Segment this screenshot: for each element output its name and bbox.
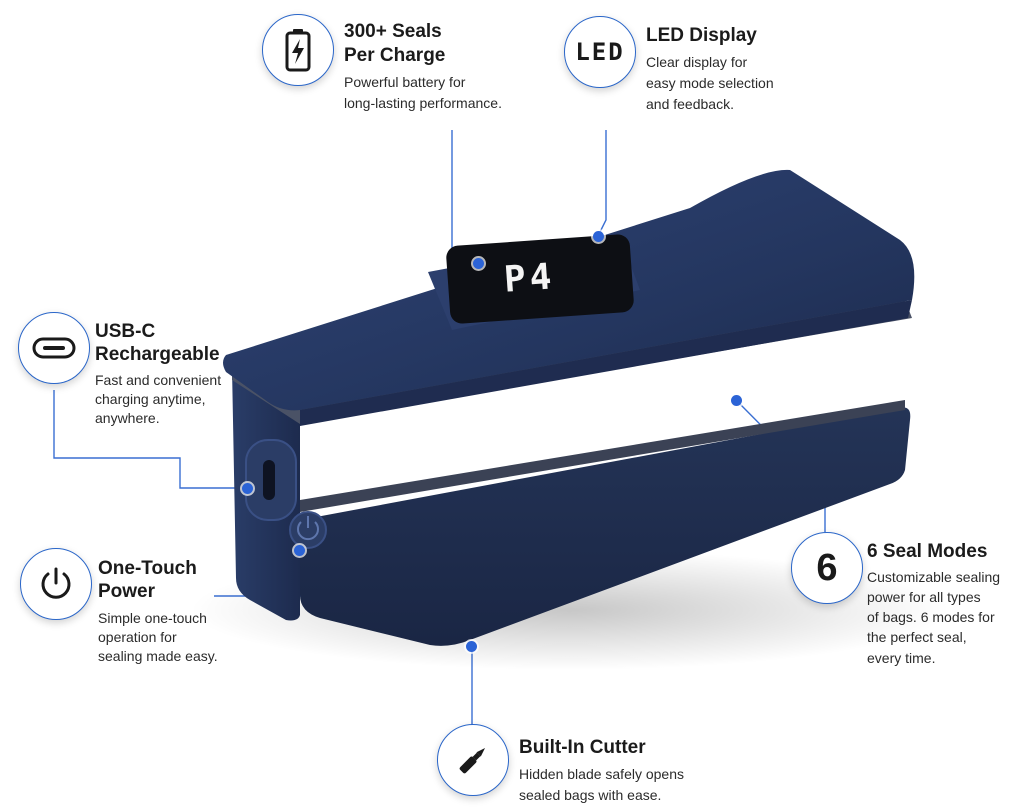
dot-cutter xyxy=(466,641,477,652)
dot-modes xyxy=(731,395,742,406)
modes-desc-line2: power for all types xyxy=(867,589,981,605)
power-button-hardware xyxy=(289,511,327,549)
usb-c-port-icon xyxy=(32,337,76,359)
power-title-line2: Power xyxy=(98,581,156,602)
usbc-title-line2: Rechargeable xyxy=(95,344,220,365)
usbc-desc-line1: Fast and convenient xyxy=(95,372,222,388)
battery-feature-icon xyxy=(262,14,334,86)
power-feature-icon xyxy=(20,548,92,620)
cutter-desc-line2: sealed bags with ease. xyxy=(519,787,662,803)
usbc-desc-line2: charging anytime, xyxy=(95,391,206,407)
display-readout: P4 xyxy=(502,256,557,301)
leader-led xyxy=(597,130,607,237)
led-icon-text: LED xyxy=(575,38,625,66)
cutter-title: Built-In Cutter xyxy=(519,737,646,758)
battery-desc-line2: long-lasting performance. xyxy=(344,95,502,111)
modes-title: 6 Seal Modes xyxy=(867,541,988,562)
usbc-feature-icon xyxy=(18,312,90,384)
modes-desc-line4: the perfect seal, xyxy=(867,629,967,645)
battery-icon xyxy=(285,29,311,72)
power-icon xyxy=(41,567,71,599)
battery-title-line2: Per Charge xyxy=(344,45,446,66)
led-desc-line1: Clear display for xyxy=(646,54,748,70)
modes-feature-icon: 6 xyxy=(791,532,863,604)
cutter-desc-line1: Hidden blade safely opens xyxy=(519,766,685,782)
cutter-feature-icon xyxy=(437,724,509,796)
led-feature-icon: LED xyxy=(564,16,636,88)
usb-c-port xyxy=(263,460,275,500)
modes-desc-line1: Customizable sealing xyxy=(867,569,1001,585)
modes-desc-line3: of bags. 6 modes for xyxy=(867,609,995,625)
dot-led xyxy=(593,231,604,242)
led-desc-line3: and feedback. xyxy=(646,96,734,112)
usbc-title-line1: USB-C xyxy=(95,321,156,342)
modes-icon-number: 6 xyxy=(816,546,838,589)
modes-desc-line5: every time. xyxy=(867,650,936,666)
power-desc-line3: sealing made easy. xyxy=(98,648,218,664)
power-desc-line2: operation for xyxy=(98,629,177,645)
power-title-line1: One-Touch xyxy=(98,558,197,579)
led-title: LED Display xyxy=(646,25,757,46)
usbc-desc-line3: anywhere. xyxy=(95,410,160,426)
battery-title-line1: 300+ Seals xyxy=(344,21,442,42)
battery-desc-line1: Powerful battery for xyxy=(344,74,466,90)
dot-power xyxy=(294,545,305,556)
cutter-blade-icon xyxy=(459,747,486,774)
leader-usbc xyxy=(53,390,246,489)
dot-battery xyxy=(473,258,484,269)
power-desc-line1: Simple one-touch xyxy=(98,610,207,626)
dot-usbc xyxy=(242,483,253,494)
led-desc-line2: easy mode selection xyxy=(646,75,774,91)
